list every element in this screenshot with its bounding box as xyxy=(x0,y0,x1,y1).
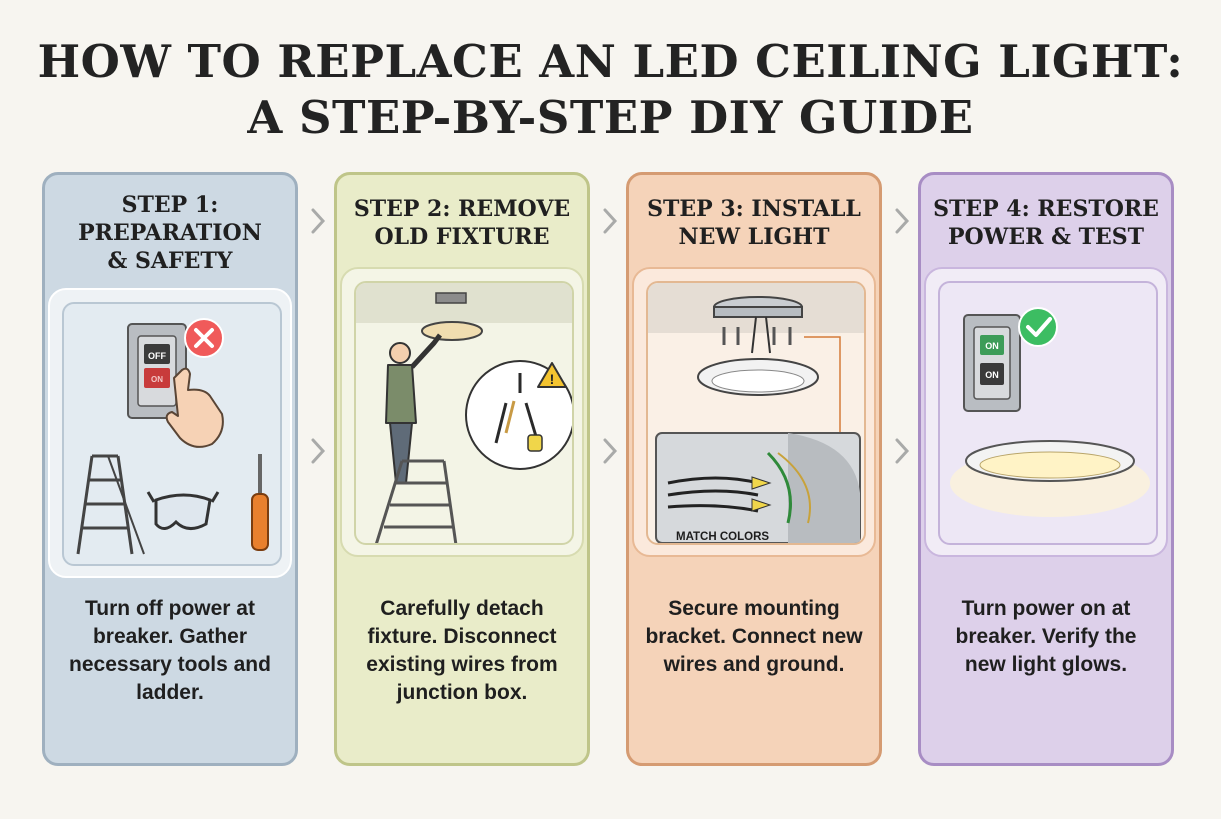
step-2-illustration: ! xyxy=(354,281,574,545)
step-1-description: Turn off power at breaker. Gather necess… xyxy=(69,597,271,704)
step-3-illustration-frame: MATCH COLORS xyxy=(632,267,876,557)
step-4-card: STEP 4: RESTORE POWER & TEST ON ON xyxy=(918,172,1174,766)
breaker-on-label: ON xyxy=(985,341,999,351)
glowing-light-icon xyxy=(950,440,1150,517)
breaker-off-label: OFF xyxy=(148,351,166,361)
step-1-illustration: OFF ON xyxy=(62,302,282,566)
breaker-on-label: ON xyxy=(151,375,163,384)
chevron-right-icon xyxy=(895,208,910,234)
step-3-illustration: MATCH COLORS xyxy=(646,281,866,545)
chevron-right-icon xyxy=(603,208,618,234)
hand-icon xyxy=(165,367,224,448)
new-light-icon xyxy=(697,358,819,396)
x-circle-icon xyxy=(184,318,224,358)
page-title: HOW TO REPLACE AN LED CEILING LIGHT: A S… xyxy=(0,34,1221,146)
step-2-title: STEP 2: REMOVE OLD FIXTURE xyxy=(353,196,571,250)
step-2-illustration-frame: ! xyxy=(340,267,584,557)
wire-detail-icon xyxy=(465,360,572,470)
chevron-right-icon xyxy=(603,438,618,464)
step-1-title: STEP 1: PREPARATION & SAFETY xyxy=(78,192,262,274)
svg-text:!: ! xyxy=(550,371,555,387)
person-icon xyxy=(385,333,442,484)
title-line-2: A STEP-BY-STEP DIY GUIDE xyxy=(247,91,974,144)
breaker-on-label-2: ON xyxy=(985,370,999,380)
ladder-icon xyxy=(76,454,145,555)
check-circle-icon xyxy=(1018,307,1058,347)
breaker-panel-icon xyxy=(963,314,1021,412)
screwdriver-icon xyxy=(251,454,269,551)
step-3-title: STEP 3: INSTALL NEW LIGHT xyxy=(647,196,861,250)
chevron-right-icon xyxy=(311,438,326,464)
wiring-inset-icon xyxy=(655,432,861,543)
step-4-description: Turn power on at breaker. Verify the new… xyxy=(955,597,1137,676)
step-1-illustration-frame: OFF ON xyxy=(48,288,292,578)
mounting-bracket-icon xyxy=(713,296,803,354)
ladder-icon xyxy=(375,459,458,543)
breaker-panel-icon xyxy=(127,323,187,419)
chevron-right-icon xyxy=(311,208,326,234)
step-3-card: STEP 3: INSTALL NEW LIGHT xyxy=(626,172,882,766)
step-2-card: STEP 2: REMOVE OLD FIXTURE xyxy=(334,172,590,766)
step-4-illustration-frame: ON ON xyxy=(924,267,1168,557)
step-4-illustration: ON ON xyxy=(938,281,1158,545)
safety-glasses-icon xyxy=(146,491,220,530)
step-4-title: STEP 4: RESTORE POWER & TEST xyxy=(933,196,1159,250)
step-2-description: Carefully detach fixture. Disconnect exi… xyxy=(366,597,558,704)
step-1-card: STEP 1: PREPARATION & SAFETY OFF ON xyxy=(42,172,298,766)
title-line-1: HOW TO REPLACE AN LED CEILING LIGHT: xyxy=(37,35,1184,88)
chevron-right-icon xyxy=(895,438,910,464)
warning-icon: ! xyxy=(537,362,567,388)
step-3-description: Secure mounting bracket. Connect new wir… xyxy=(645,597,863,676)
match-colors-label: MATCH COLORS xyxy=(676,531,770,543)
